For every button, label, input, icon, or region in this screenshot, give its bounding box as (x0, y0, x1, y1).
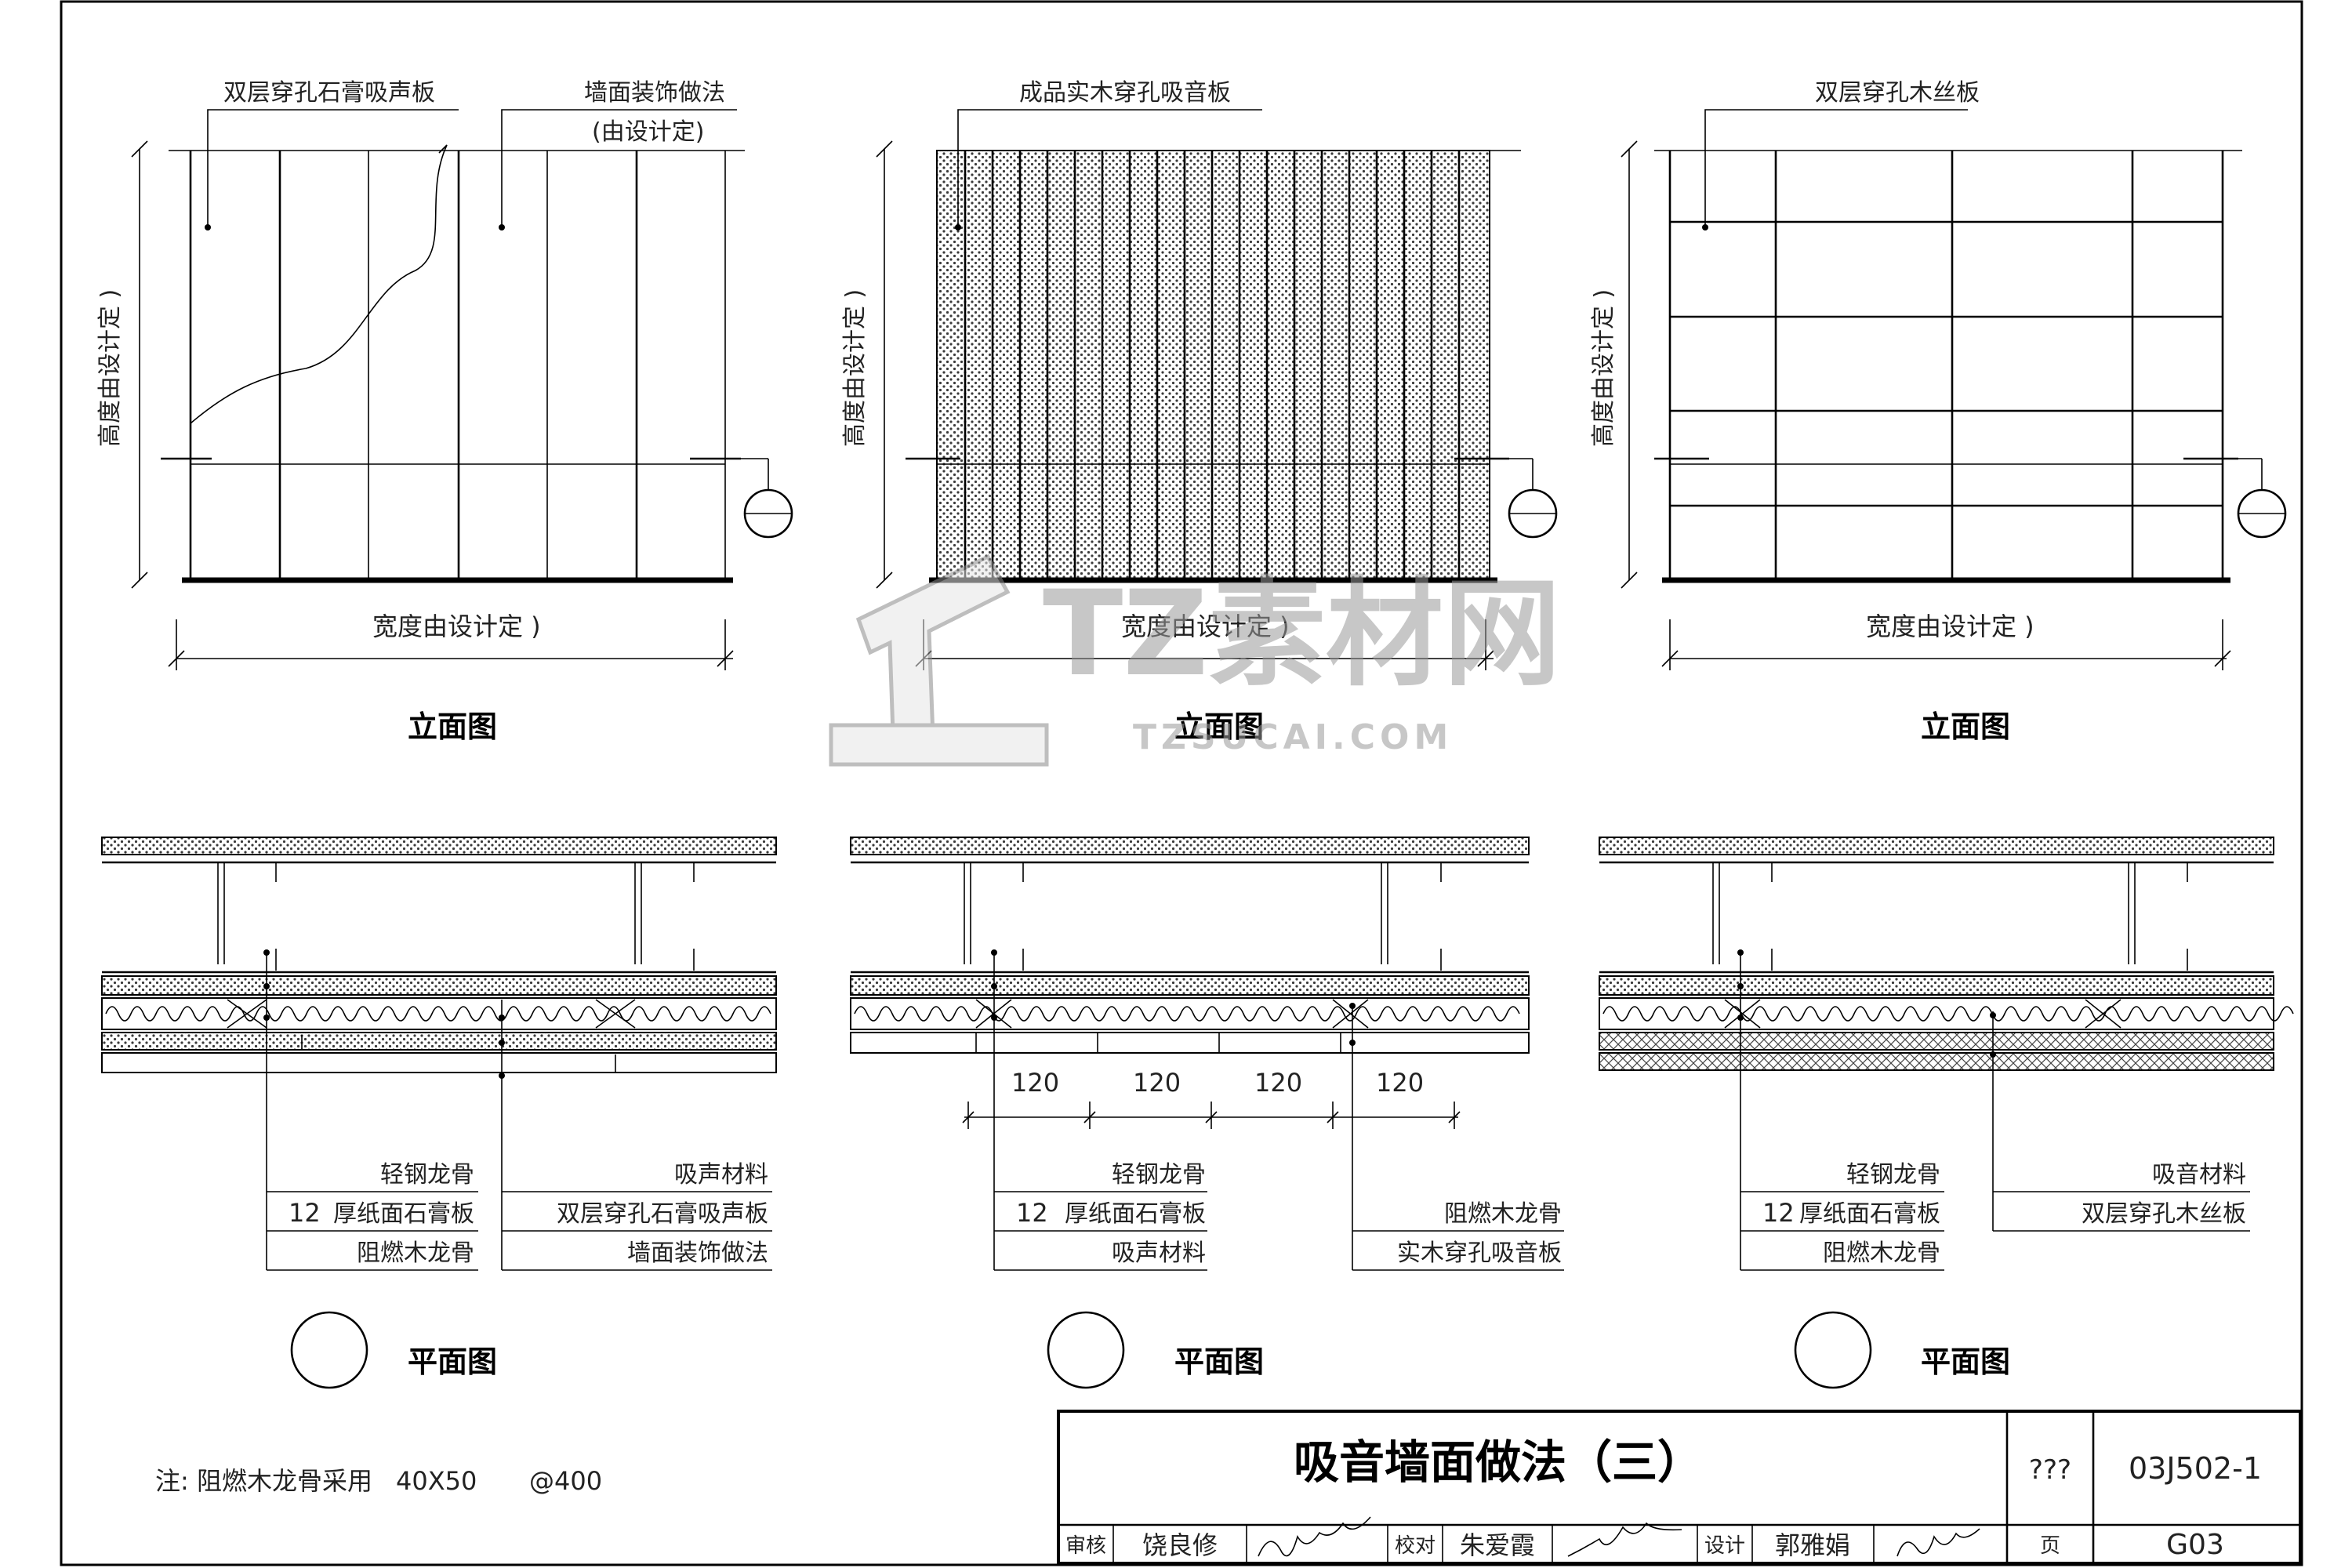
designer-signature (1896, 1528, 1980, 1557)
width-label: 宽度由设计定 ) (1866, 612, 2034, 641)
width-label: 宽度由设计定 ) (1121, 612, 1290, 641)
callout-double-perforated-gypsum: 双层穿孔石膏吸声板 (223, 79, 435, 107)
callout-gypsum-board: 厚纸面石膏板 (1799, 1200, 1940, 1228)
page-number: G03 (2166, 1529, 2224, 1561)
callout-double-perforated-woodwool: 双层穿孔木丝板 (2082, 1200, 2246, 1228)
dim-120: 120 (1376, 1068, 1424, 1098)
note: 注: 阻燃木龙骨采用 40X50 @400 (155, 1466, 602, 1496)
atlas-label: ??? (2029, 1454, 2071, 1486)
drawing-title: 吸音墙面做法（三） (1294, 1436, 1703, 1489)
watermark-logo (829, 554, 1049, 767)
watermark-url: TZSUCAI.COM (1133, 717, 1453, 757)
dim-120: 120 (1133, 1068, 1181, 1098)
elevation-title: 立面图 (1921, 710, 2010, 744)
page-label: 页 (2040, 1534, 2060, 1558)
callout-wall-finish-note: (由设计定) (592, 118, 704, 146)
dim-120: 120 (1011, 1068, 1059, 1098)
elevation-left: 双层穿孔石膏吸声板 墙面装饰做法 (由设计定) 高度由设计定 ) 宽度由设计定 … (96, 79, 793, 744)
callout-sound-absorbing-material: 吸音材料 (2152, 1161, 2246, 1189)
thickness-12: 12 (289, 1198, 321, 1228)
callout-double-perforated-woodwool: 双层穿孔木丝板 (1815, 79, 1980, 107)
callout-gypsum-board: 厚纸面石膏板 (1065, 1200, 1206, 1228)
note-keel-size: 40X50 (396, 1466, 477, 1496)
note-spacing: @400 (529, 1466, 602, 1496)
thickness-12: 12 (1762, 1198, 1795, 1228)
section-circle (1047, 1311, 1125, 1389)
callout-light-steel-keel: 轻钢龙骨 (380, 1161, 474, 1189)
callout-light-steel-keel: 轻钢龙骨 (1112, 1161, 1206, 1189)
reviewer-name: 饶良修 (1142, 1530, 1218, 1560)
dim-120: 120 (1254, 1068, 1302, 1098)
note-prefix: 注: 阻燃木龙骨采用 (155, 1466, 372, 1496)
checker-name: 朱爱霞 (1460, 1530, 1535, 1560)
designer-name: 郭雅娟 (1775, 1530, 1850, 1560)
elevation-title: 立面图 (408, 710, 497, 744)
callout-solid-wood-perforated: 成品实木穿孔吸音板 (1019, 79, 1231, 107)
height-label: 高度由设计定 ) (841, 289, 869, 447)
elevation-right: 双层穿孔木丝板 高度由设计定 ) 宽度由设计定 ) 立面图 (1590, 79, 2287, 744)
atlas-number: 03J502-1 (2129, 1451, 2262, 1486)
checker-signature (1567, 1522, 1682, 1557)
elevation-title: 立面图 (1174, 710, 1264, 744)
callout-fire-retardant-keel: 阻燃木龙骨 (1444, 1200, 1562, 1228)
callout-gypsum-board: 厚纸面石膏板 (333, 1200, 474, 1228)
plan-left: 轻钢龙骨 12 厚纸面石膏板 阻燃木龙骨 吸声材料 双层穿孔石膏吸声板 墙面装饰… (101, 837, 777, 1389)
title-block: 吸音墙面做法（三） ??? 03J502-1 审核 饶良修 校对 朱爱霞 设计 … (1057, 1410, 2302, 1565)
check-label: 校对 (1395, 1534, 1436, 1558)
plan-title: 平面图 (1174, 1345, 1264, 1379)
watermark-text: TZ素材网 (1043, 566, 1561, 702)
plan-title: 平面图 (408, 1345, 497, 1379)
callout-wall-finish: 墙面装饰做法 (627, 1240, 768, 1267)
callout-light-steel-keel: 轻钢龙骨 (1846, 1161, 1940, 1189)
height-label: 高度由设计定 ) (96, 289, 124, 447)
callout-wall-finish: 墙面装饰做法 (584, 79, 725, 107)
height-label: 高度由设计定 ) (1590, 289, 1617, 447)
plan-middle: 120 120 120 120 轻钢龙骨 12 厚纸面石膏板 吸声材料 阻燃木龙… (850, 837, 1564, 1389)
callout-double-perforated-gypsum: 双层穿孔石膏吸声板 (557, 1200, 768, 1228)
reviewer-signature (1258, 1516, 1371, 1557)
elevation-middle: 成品实木穿孔吸音板 高度由设计定 ) 宽度由设计定 ) 立面图 (841, 79, 1558, 744)
callout-sound-absorbing-material: 吸声材料 (1112, 1240, 1206, 1267)
perforated-wood-panel (936, 150, 1490, 581)
callout-fire-retardant-keel: 阻燃木龙骨 (1823, 1240, 1940, 1267)
plan-right: 轻钢龙骨 12 厚纸面石膏板 阻燃木龙骨 吸音材料 双层穿孔木丝板 平面图 (1599, 837, 2294, 1389)
callout-sound-absorbing-material: 吸声材料 (674, 1161, 768, 1189)
section-circle (290, 1311, 368, 1389)
width-label: 宽度由设计定 ) (372, 612, 541, 641)
plan-title: 平面图 (1921, 1345, 2010, 1379)
design-label: 设计 (1704, 1534, 1745, 1558)
callout-fire-retardant-keel: 阻燃木龙骨 (357, 1240, 474, 1267)
thickness-12: 12 (1016, 1198, 1048, 1228)
section-circle (1794, 1311, 1872, 1389)
review-label: 审核 (1065, 1534, 1106, 1558)
watermark: TZ素材网 TZSUCAI.COM (829, 554, 1561, 767)
callout-solid-wood-perforated: 实木穿孔吸音板 (1397, 1240, 1562, 1267)
